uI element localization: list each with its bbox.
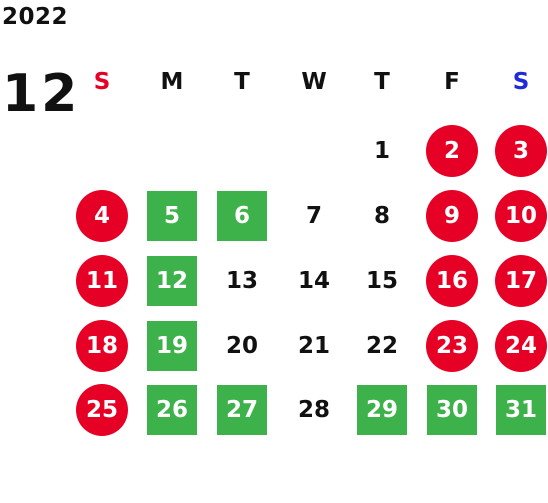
day-cell-22[interactable]: 22 [365, 333, 398, 359]
weekday-header-6: S [512, 69, 530, 95]
day-cell-28[interactable]: 28 [297, 397, 330, 423]
day-cell-23[interactable]: 23 [426, 320, 478, 372]
day-cell-13[interactable]: 13 [225, 268, 258, 294]
day-cell-2[interactable]: 2 [426, 125, 478, 177]
day-cell-14[interactable]: 14 [297, 268, 330, 294]
weekday-header-4: T [374, 69, 390, 95]
weekday-header-2: T [234, 69, 250, 95]
day-cell-31[interactable]: 31 [496, 385, 546, 435]
month-number: 12 [2, 64, 81, 124]
day-cell-3[interactable]: 3 [495, 125, 547, 177]
day-cell-5[interactable]: 5 [147, 191, 197, 241]
day-cell-15[interactable]: 15 [365, 268, 398, 294]
day-cell-17[interactable]: 17 [495, 255, 547, 307]
day-cell-4[interactable]: 4 [76, 190, 128, 242]
day-cell-9[interactable]: 9 [426, 190, 478, 242]
day-cell-25[interactable]: 25 [76, 384, 128, 436]
day-cell-21[interactable]: 21 [297, 333, 330, 359]
weekday-header-3: W [301, 69, 327, 95]
day-cell-26[interactable]: 26 [147, 385, 197, 435]
day-cell-18[interactable]: 18 [76, 320, 128, 372]
day-cell-16[interactable]: 16 [426, 255, 478, 307]
year-label: 2022 [2, 4, 69, 30]
day-cell-30[interactable]: 30 [427, 385, 477, 435]
day-cell-27[interactable]: 27 [217, 385, 267, 435]
day-cell-1[interactable]: 1 [373, 138, 390, 164]
day-cell-7[interactable]: 7 [305, 203, 322, 229]
day-cell-8[interactable]: 8 [373, 203, 390, 229]
day-cell-10[interactable]: 10 [495, 190, 547, 242]
weekday-header-5: F [444, 69, 460, 95]
day-cell-29[interactable]: 29 [357, 385, 407, 435]
weekday-header-0: S [93, 69, 111, 95]
day-cell-24[interactable]: 24 [495, 320, 547, 372]
day-cell-19[interactable]: 19 [147, 321, 197, 371]
day-cell-6[interactable]: 6 [217, 191, 267, 241]
day-cell-20[interactable]: 20 [225, 333, 258, 359]
day-cell-12[interactable]: 12 [147, 256, 197, 306]
day-cell-11[interactable]: 11 [76, 255, 128, 307]
weekday-header-1: M [160, 69, 184, 95]
